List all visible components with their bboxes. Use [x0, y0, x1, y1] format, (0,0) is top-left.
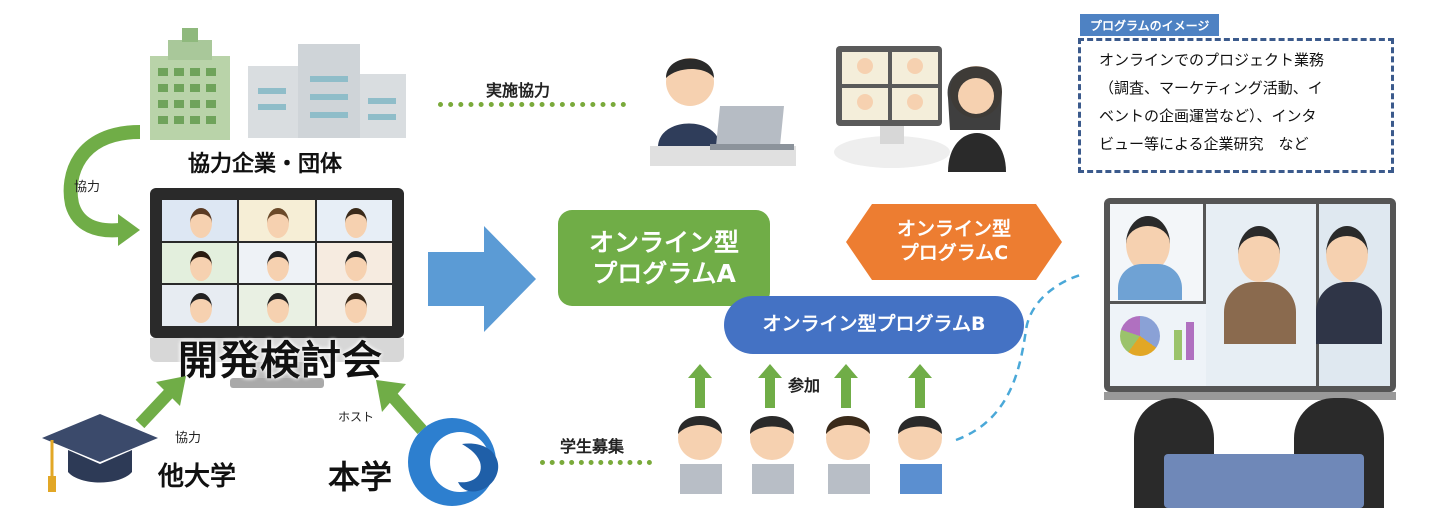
image-box-line-1: オンラインでのプロジェクト業務 — [1099, 51, 1325, 69]
our-univ-label: 本学 — [328, 458, 393, 496]
image-box-title: プログラムのイメージ — [1080, 14, 1220, 36]
other-univ-label: 他大学 — [158, 462, 237, 492]
student-icon — [678, 416, 942, 494]
program-c-box: オンライン型プログラムC — [846, 204, 1062, 280]
image-box-line-4: ビュー等による企業研究 など — [1099, 135, 1309, 153]
cooperation-left-label: 協力 — [74, 180, 101, 195]
program-a-line1: オンライン型 — [588, 227, 739, 257]
monitor-icon — [150, 188, 404, 396]
program-a-box: オンライン型プログラムA — [558, 210, 770, 306]
dev-meeting-label: 開発検討会 — [178, 338, 383, 384]
cooperation-arrow — [63, 125, 141, 246]
dashed-connector — [955, 272, 1085, 442]
office-building-icon — [150, 28, 230, 140]
university-logo-icon — [408, 418, 499, 506]
video-call-icon — [834, 46, 1006, 172]
program-image-box: オンラインでのプロジェクト業務 （調査、マーケティング活動、イ ベントの企画運営… — [1078, 38, 1394, 173]
big-arrow-right — [428, 226, 536, 332]
program-c-hexagon — [846, 204, 1062, 280]
image-box-line-2: （調査、マーケティング活動、イ — [1099, 79, 1323, 97]
program-b-box: オンライン型プログラムB — [724, 296, 1024, 354]
implementation-coop-label: 実施協力 — [486, 81, 551, 100]
program-c-line1: オンライン型 — [896, 218, 1011, 241]
student-recruit-dotted-line — [540, 460, 652, 465]
host-label: ホスト — [338, 410, 375, 424]
meeting-illustration-icon — [1104, 198, 1396, 508]
buildings-icon — [248, 44, 406, 138]
graduation-cap-icon — [42, 414, 158, 492]
up-arrow-right — [376, 380, 427, 434]
student-recruit-label: 学生募集 — [560, 437, 625, 456]
participate-label: 参加 — [788, 376, 821, 395]
partners-label: 協力企業・団体 — [188, 152, 343, 177]
participation-arrows — [688, 364, 932, 408]
program-c-line2: プログラムC — [899, 242, 1009, 264]
up-arrow-left — [135, 376, 186, 429]
other-univ-coop-label: 協力 — [175, 431, 202, 446]
implementation-dotted-line — [438, 102, 626, 107]
image-box-line-3: ベントの企画運営など）、インタ — [1099, 107, 1317, 125]
person-laptop-icon — [650, 58, 796, 166]
program-a-line2: プログラムA — [592, 259, 736, 288]
